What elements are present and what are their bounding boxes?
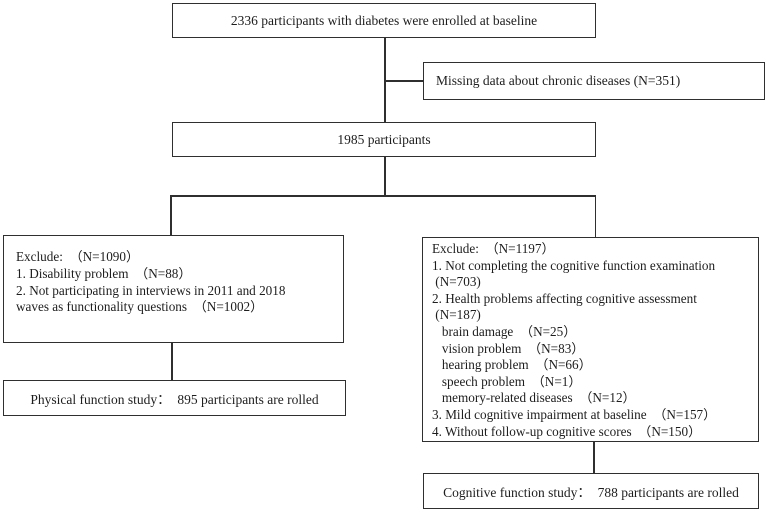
- connector-branch-to-missing: [384, 80, 424, 82]
- exclude-line: 2. Not participating in interviews in 20…: [16, 282, 286, 298]
- exclude-line: speech problem （N=1）: [432, 373, 582, 389]
- box-cognitive-function-study: Cognitive function study： 788 participan…: [423, 473, 759, 509]
- exclude-line: 4. Without follow-up cognitive scores （N…: [432, 423, 702, 439]
- exclude-line: 1. Disability problem （N=88）: [16, 265, 192, 281]
- exclude-line: 3. Mild cognitive impairment at baseline…: [432, 406, 717, 422]
- exclude-line: Exclude: （N=1090）: [16, 249, 140, 264]
- exclude-line: brain damage （N=25）: [432, 323, 577, 339]
- box-physical-function-study: Physical function study： 895 participant…: [3, 380, 346, 416]
- exclude-line: vision problem （N=83）: [432, 340, 585, 356]
- exclude-line: memory-related diseases （N=12）: [432, 390, 636, 406]
- box-missing-data: Missing data about chronic diseases (N=3…: [423, 62, 765, 100]
- connector-right-exclude-to-cognitive: [593, 441, 595, 474]
- exclude-line: 1. Not completing the cognitive function…: [432, 257, 716, 273]
- connector-split-to-right-exclude: [594, 195, 596, 238]
- box-exclude-cognitive: Exclude: （N=1197） 1. Not completing the …: [422, 237, 759, 442]
- exclude-line: 2. Health problems affecting cognitive a…: [432, 290, 697, 306]
- exclude-line: (N=187): [432, 307, 481, 323]
- exclude-line: Exclude: （N=1197）: [432, 241, 555, 256]
- box-enrolled-baseline: 2336 participants with diabetes were enr…: [172, 3, 596, 38]
- box-1985-participants: 1985 participants: [172, 122, 596, 157]
- exclude-line: hearing problem （N=66）: [432, 357, 592, 373]
- connector-1985-down: [384, 156, 386, 196]
- connector-split-horizontal: [170, 195, 596, 197]
- exclude-line: waves as functionality questions （N=1002…: [16, 299, 264, 315]
- exclude-line: (N=703): [432, 274, 481, 290]
- box-exclude-physical: Exclude: （N=1090） 1. Disability problem …: [3, 235, 344, 343]
- connector-split-to-left-exclude: [170, 195, 172, 236]
- connector-left-exclude-to-physical: [171, 342, 173, 381]
